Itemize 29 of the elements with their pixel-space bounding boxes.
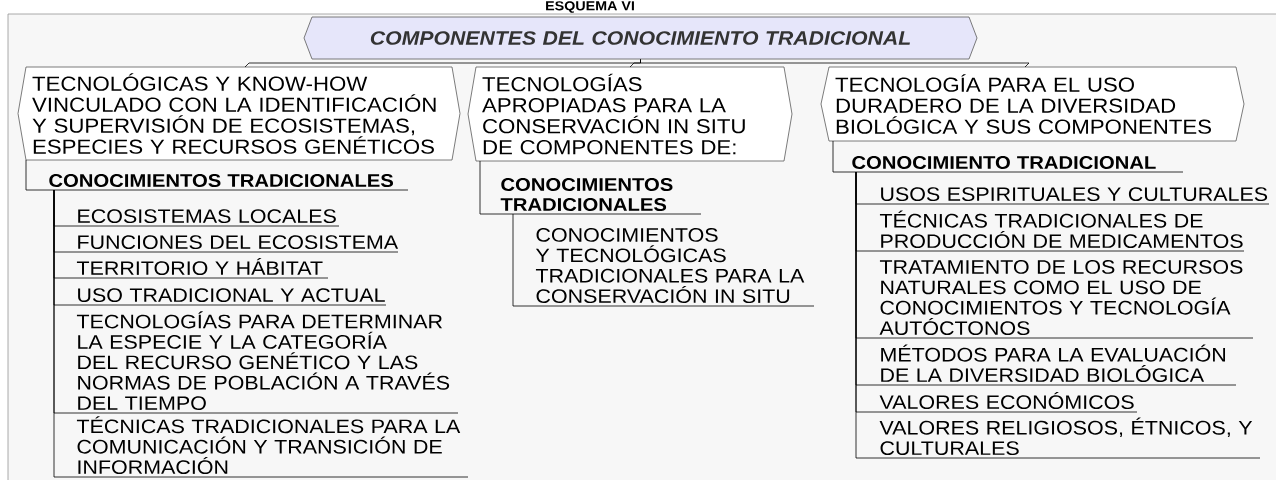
list-item: VALORES RELIGIOSOS, ÉTNICOS, Y CULTURALES [878,417,1261,459]
list-item: TERRITORIO Y HÁBITAT [75,257,329,279]
connector-line [629,59,641,68]
list-item: MÉTODOS PARA LA EVALUACIÓN DE LA DIVERSIDAD BIOLÓGICA [878,344,1237,386]
list-item: TÉCNICAS TRADICIONALES DE PRODUCCIÓN DE MEDICAMENTOS [878,210,1245,252]
section-heading: CONOCIMIENTOS TRADICIONALES [47,174,409,191]
connector-line [640,59,1030,68]
section-heading: CONOCIMIENTO TRADICIONAL [850,156,1184,173]
title-banner: COMPONENTES DEL CONOCIMIENTO TRADICIONAL [303,16,978,60]
connector-line [832,140,852,173]
category-box: TECNOLÓGICAS Y KNOW-HOW VINCULADO CON LA IDENTIFICACIÓN Y SUPERVISIÓN DE ECOSISTEMAS, ESPECIES Y RECURSOS GENÉTICOS [17,66,461,161]
list-item: TECNOLOGÍAS PARA DETERMINAR LA ESPECIE Y LA CATEGORÍA DEL RECURSO GENÉTICO Y LAS NORMAS DE POBLACIÓN A TRAVÉS DEL TIEMPO [75,311,459,414]
list-item: VALORES ECONÓMICOS [878,391,1138,413]
category-box: TECNOLOGÍAS APROPIADAS PARA LA CONSERVACIÓN IN SITU DE COMPONENTES DE: [467,66,793,162]
connector-line [53,189,77,478]
connector-line [25,159,49,191]
list-item: USOS ESPIRITUALES Y CULTURALES [878,187,1270,205]
list-item: TRATAMIENTO DE LOS RECURSOS NATURALES COMO EL USO DE CONOCIMIENTOS Y TECNOLOGÍA AUTÓCTONOS [878,260,1254,339]
title: ESQUEMA VI [546,1,634,13]
connector-line [855,171,880,459]
list-item: TÉCNICAS TRADICIONALES PARA LA COMUNICACIÓN Y TRANSICIÓN DE INFORMACIÓN [75,416,469,478]
list-item: CONOCIMIENTOS Y TECNOLÓGICAS TRADICIONALES PARA LA CONSERVACIÓN IN SITU [534,228,815,307]
list-item: ECOSISTEMAS LOCALES [75,209,340,227]
connector-line [512,213,536,307]
category-box: TECNOLOGÍA PARA EL USO DURADERO DE LA DIVERSIDAD BIOLÓGICA Y SUS COMPONENTES [820,66,1245,142]
list-item: USO TRADICIONAL Y ACTUAL [75,288,387,306]
section-heading: CONOCIMIENTOS TRADICIONALES [499,178,702,215]
list-item: FUNCIONES DEL ECOSISTEMA [75,235,399,253]
connector-line [479,160,501,215]
